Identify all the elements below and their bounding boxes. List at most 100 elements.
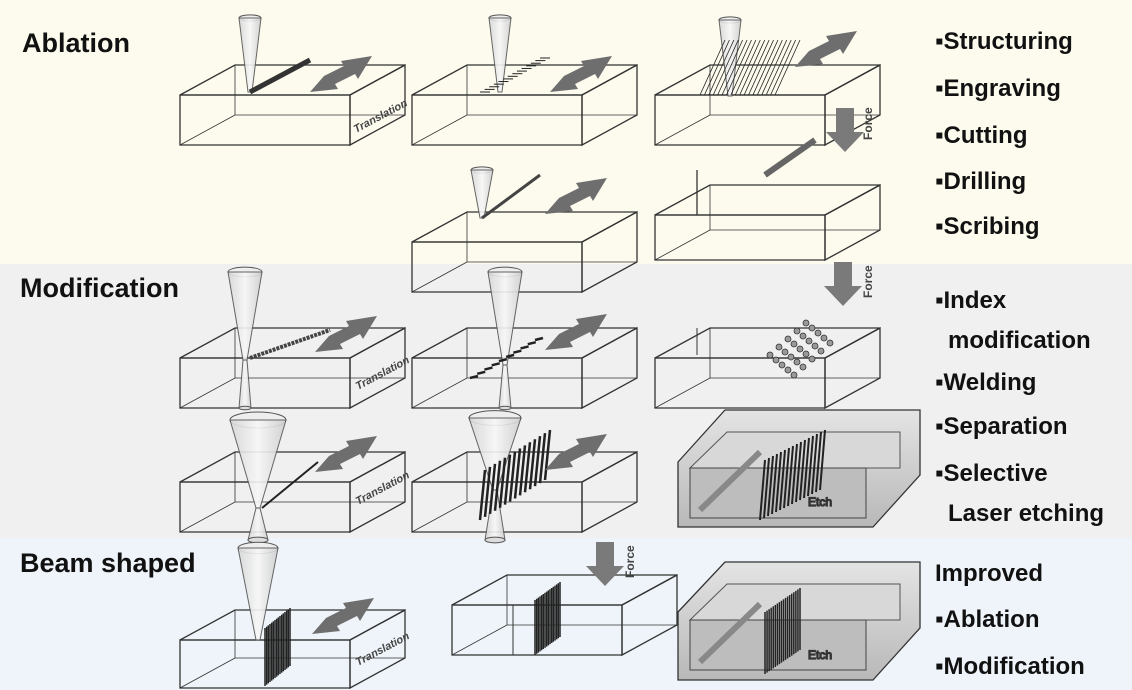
list-item: ▪Separation <box>935 415 1068 439</box>
list-item: Improved <box>935 562 1043 586</box>
block-hidden-edge <box>412 115 467 145</box>
block-front-face <box>655 95 825 145</box>
block-side-face <box>622 575 677 655</box>
list-item: modification <box>948 329 1091 353</box>
hatch-line <box>513 351 521 353</box>
list-item: ▪Engraving <box>935 77 1061 101</box>
block-hidden-edge <box>412 378 467 408</box>
block-front-face <box>655 215 825 260</box>
dot <box>812 343 818 349</box>
dot <box>788 354 794 360</box>
hatch-line <box>484 368 492 370</box>
block-hidden-edge <box>412 502 467 532</box>
list-item: Laser etching <box>948 502 1104 526</box>
translation-arrow-icon <box>545 178 607 214</box>
glass-block <box>412 212 637 292</box>
dot <box>776 344 782 350</box>
glass-block <box>412 65 637 145</box>
dot <box>785 367 791 373</box>
block-hidden-edge <box>655 115 710 145</box>
translation-arrow-icon <box>795 31 857 67</box>
block-side-face <box>825 185 880 260</box>
block-side-face <box>582 65 637 145</box>
block-hidden-edge <box>180 658 235 688</box>
dot <box>809 356 815 362</box>
block-top-face <box>452 575 677 605</box>
list-item: ▪Structuring <box>935 30 1073 54</box>
beam-exit <box>499 406 511 409</box>
dot <box>800 333 806 339</box>
dot <box>782 349 788 355</box>
glass-block <box>655 328 880 408</box>
force-arrow-icon <box>824 262 862 306</box>
block-top-face <box>655 65 880 95</box>
dot <box>779 362 785 368</box>
force-label: Force <box>861 107 875 140</box>
block-front-face <box>412 95 582 145</box>
block-front-face <box>180 358 350 408</box>
beam-cone-lower <box>239 360 251 408</box>
beam-shaped-cut <box>535 582 560 655</box>
dot <box>791 341 797 347</box>
block-hidden-edge <box>180 502 235 532</box>
glass-block <box>412 328 637 408</box>
block-front-face <box>655 358 825 408</box>
glass-block <box>452 575 677 655</box>
dot <box>794 328 800 334</box>
block-top-face <box>180 452 405 482</box>
glass-block <box>655 185 880 260</box>
dot <box>773 357 779 363</box>
translation-arrow-icon <box>545 314 607 350</box>
block-side-face <box>825 328 880 408</box>
laser-beam <box>471 167 493 218</box>
translation-arrow-icon <box>312 598 374 634</box>
force-arrow-icon <box>586 542 624 586</box>
dot <box>791 372 797 378</box>
beam-cone-upper <box>239 18 261 92</box>
beam-exit <box>485 537 505 543</box>
block-hidden-edge <box>180 378 235 408</box>
cut-surface <box>700 40 800 95</box>
list-item: ▪Modification <box>935 655 1085 679</box>
laser-beam <box>488 267 522 410</box>
laser-beam <box>228 267 262 410</box>
beam-cone-upper <box>228 272 262 360</box>
block-hidden-edge <box>180 115 235 145</box>
list-item: ▪Welding <box>935 371 1036 395</box>
dot <box>806 338 812 344</box>
beam-shaped-line <box>265 608 290 686</box>
block-hidden-edge <box>655 230 710 260</box>
hatch-line <box>492 363 500 365</box>
list-item: ▪Selective <box>935 462 1048 486</box>
etch-label: Etch <box>808 648 832 662</box>
list-item: ▪Drilling <box>935 170 1026 194</box>
beam-cone-upper <box>489 18 511 92</box>
dot <box>815 330 821 336</box>
translation-arrow-icon <box>550 56 612 92</box>
hatch-line <box>477 372 485 374</box>
etch-channel <box>690 584 900 620</box>
block-top-face <box>180 610 405 640</box>
list-item: ▪Cutting <box>935 124 1027 148</box>
dot <box>794 359 800 365</box>
block-front-face <box>180 95 350 145</box>
ablation-title: Ablation <box>22 28 130 59</box>
modified-line <box>250 330 330 358</box>
dot <box>821 335 827 341</box>
beam-cone-lower <box>248 508 268 540</box>
beam-cone-lower <box>499 365 511 408</box>
block-side-face <box>582 328 637 408</box>
block-top-face <box>655 185 880 215</box>
block-hidden-edge <box>412 262 467 292</box>
dot <box>818 348 824 354</box>
glass-block <box>180 328 405 408</box>
block-hidden-edge <box>655 378 710 408</box>
block-front-face <box>412 358 582 408</box>
hatch-line <box>521 346 529 348</box>
list-item: ▪Index <box>935 289 1006 313</box>
dot <box>803 351 809 357</box>
dot <box>767 352 773 358</box>
laser-beam <box>230 412 286 543</box>
laser-beam <box>239 15 261 92</box>
dot <box>809 325 815 331</box>
